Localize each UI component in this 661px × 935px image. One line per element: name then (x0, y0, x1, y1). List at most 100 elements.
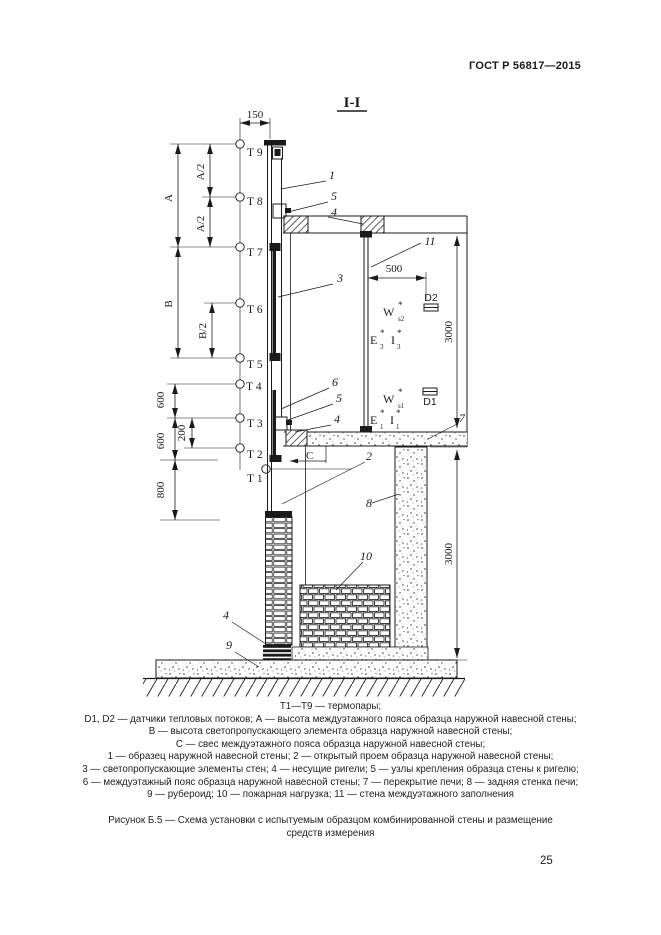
measurement-point-top: W * s2 E * 3 I * 3 (370, 300, 405, 351)
extension-lines (160, 118, 352, 521)
fire-load-plinth (291, 646, 429, 661)
callout-11: 11 (424, 234, 435, 248)
dim-3000-bottom-label: 3000 (443, 543, 455, 566)
i-top-base: I (391, 333, 395, 347)
dim-3000-top-label: 3000 (443, 321, 455, 344)
thermocouple-t9-marker (235, 139, 245, 149)
legend-line: 1 — образец наружной навесной стены; 2 —… (107, 751, 554, 763)
callout-5-top: 5 (331, 189, 337, 203)
dim-600-upper-label: 600 (155, 391, 167, 408)
top-slab (283, 215, 468, 447)
callout-8: 8 (366, 496, 372, 510)
w-top-base: W (383, 305, 395, 319)
legend-line: D1, D2 — датчики тепловых потоков; А — в… (84, 713, 577, 725)
callout-6: 6 (332, 375, 338, 389)
dim-a-label: А (163, 194, 175, 202)
ground-hatch (143, 678, 465, 697)
e-bottom-sub: 1 (380, 423, 384, 431)
legend-line: С — свес междуэтажного пояса образца нар… (175, 738, 486, 750)
dim-a2-upper-label: А/2 (195, 164, 207, 181)
thermocouple-t8-marker (235, 192, 245, 202)
standard-reference: ГОСТ Р 56817—2015 (469, 60, 581, 72)
dim-800-label: 800 (155, 481, 167, 498)
e-top-base: E (370, 333, 377, 347)
callout-leaders (231, 180, 458, 668)
dim-150-label: 150 (247, 109, 264, 121)
thermocouple-markers (235, 139, 271, 474)
dimension-lines (172, 120, 467, 661)
infill-wall (360, 231, 372, 433)
callout-9: 9 (226, 638, 232, 652)
w-top-sup: * (398, 300, 403, 310)
w-bottom-base: W (383, 392, 395, 406)
figure-caption: Рисунок Б.5 — Схема установки с испытуем… (0, 814, 661, 840)
i-top-sub: 3 (397, 343, 401, 351)
callout-10: 10 (360, 549, 372, 563)
dim-600-lower-label: 600 (155, 432, 167, 449)
dim-200-label: 200 (176, 424, 188, 441)
legend-line: 9 — рубероид; 10 — пожарная нагрузка; 11… (147, 789, 514, 801)
overhang-bracket (290, 446, 327, 464)
callout-labels: 1 5 4 11 3 6 5 4 7 2 8 10 4 9 (223, 168, 466, 652)
crossbar-left (283, 215, 309, 234)
legend-line: Т1—Т9 — термопары; (279, 701, 382, 712)
furnace-back-wall (394, 446, 428, 661)
glazing-upper (272, 251, 276, 353)
callout-7: 7 (459, 411, 466, 425)
heat-flux-sensors: D2 D1 (422, 292, 439, 408)
thermocouple-t7-marker (235, 242, 245, 252)
callout-5-middle: 5 (336, 391, 342, 405)
page-number: 25 (540, 855, 553, 867)
i-bottom-base: I (390, 413, 394, 427)
thermocouple-t1-marker (261, 464, 271, 474)
callout-4-middle: 4 (334, 412, 340, 426)
furnace-ceiling (283, 429, 467, 648)
e-bottom-base: E (370, 413, 377, 427)
callout-4-bottom: 4 (223, 608, 229, 622)
i-bottom-sup: * (396, 408, 401, 418)
section-mark-label: I-I (344, 95, 361, 111)
caption-line-2: средств измерения (286, 828, 375, 839)
legend-line: 3 — светопропускающие элементы стен; 4 —… (82, 763, 579, 775)
thermocouple-t4-label: Т 4 (246, 381, 262, 393)
dim-b2-label: В/2 (197, 323, 209, 339)
thermocouple-t6-marker (235, 298, 245, 308)
callout-1: 1 (329, 168, 335, 182)
section-mark: I-I (337, 95, 367, 112)
dim-b-label: В (163, 300, 175, 307)
thermocouple-t1-label: Т 1 (247, 473, 263, 485)
callout-4-top: 4 (331, 205, 337, 219)
measurement-point-bottom: W * s1 E * 1 I * 1 (370, 387, 405, 431)
thermocouple-t9-label: Т 9 (247, 147, 263, 159)
legend-line: В — высота светопропускающего элемента о… (148, 726, 513, 738)
thermocouple-t5-marker (235, 353, 245, 363)
thermocouple-t5-label: Т 5 (247, 359, 263, 371)
fire-load (291, 584, 429, 661)
sensor-d2-label: D2 (424, 292, 438, 304)
w-top-sub: s2 (398, 315, 405, 323)
thermocouple-t2-label: Т 2 (247, 449, 263, 461)
sensor-d1-label: D1 (423, 396, 437, 408)
dim-a2-lower-label: А/2 (195, 216, 207, 233)
w-bottom-sub: s1 (398, 402, 405, 410)
callout-2: 2 (366, 449, 372, 463)
callout-3: 3 (336, 271, 343, 285)
i-top-sup: * (397, 328, 402, 338)
e-top-sup: * (380, 328, 385, 338)
crossbar-right (360, 215, 385, 234)
w-bottom-sup: * (398, 387, 403, 397)
sample-top-cap (264, 140, 286, 146)
thermocouple-t3-label: Т 3 (247, 418, 263, 430)
lower-panel (265, 516, 293, 646)
dim-c-label: С (306, 450, 313, 462)
crossbar-middle (285, 429, 308, 447)
thermocouple-t7-label: Т 7 (247, 247, 263, 259)
thermocouple-t2-marker (235, 443, 245, 453)
figure-b5-diagram: I-I (143, 95, 468, 697)
dim-500-label: 500 (386, 263, 403, 275)
thermocouple-t3-marker (235, 413, 245, 423)
wall-sample (263, 140, 293, 661)
e-top-sub: 3 (380, 343, 384, 351)
figure-legend: Т1—Т9 — термопары; D1, D2 — датчики тепл… (0, 701, 661, 802)
